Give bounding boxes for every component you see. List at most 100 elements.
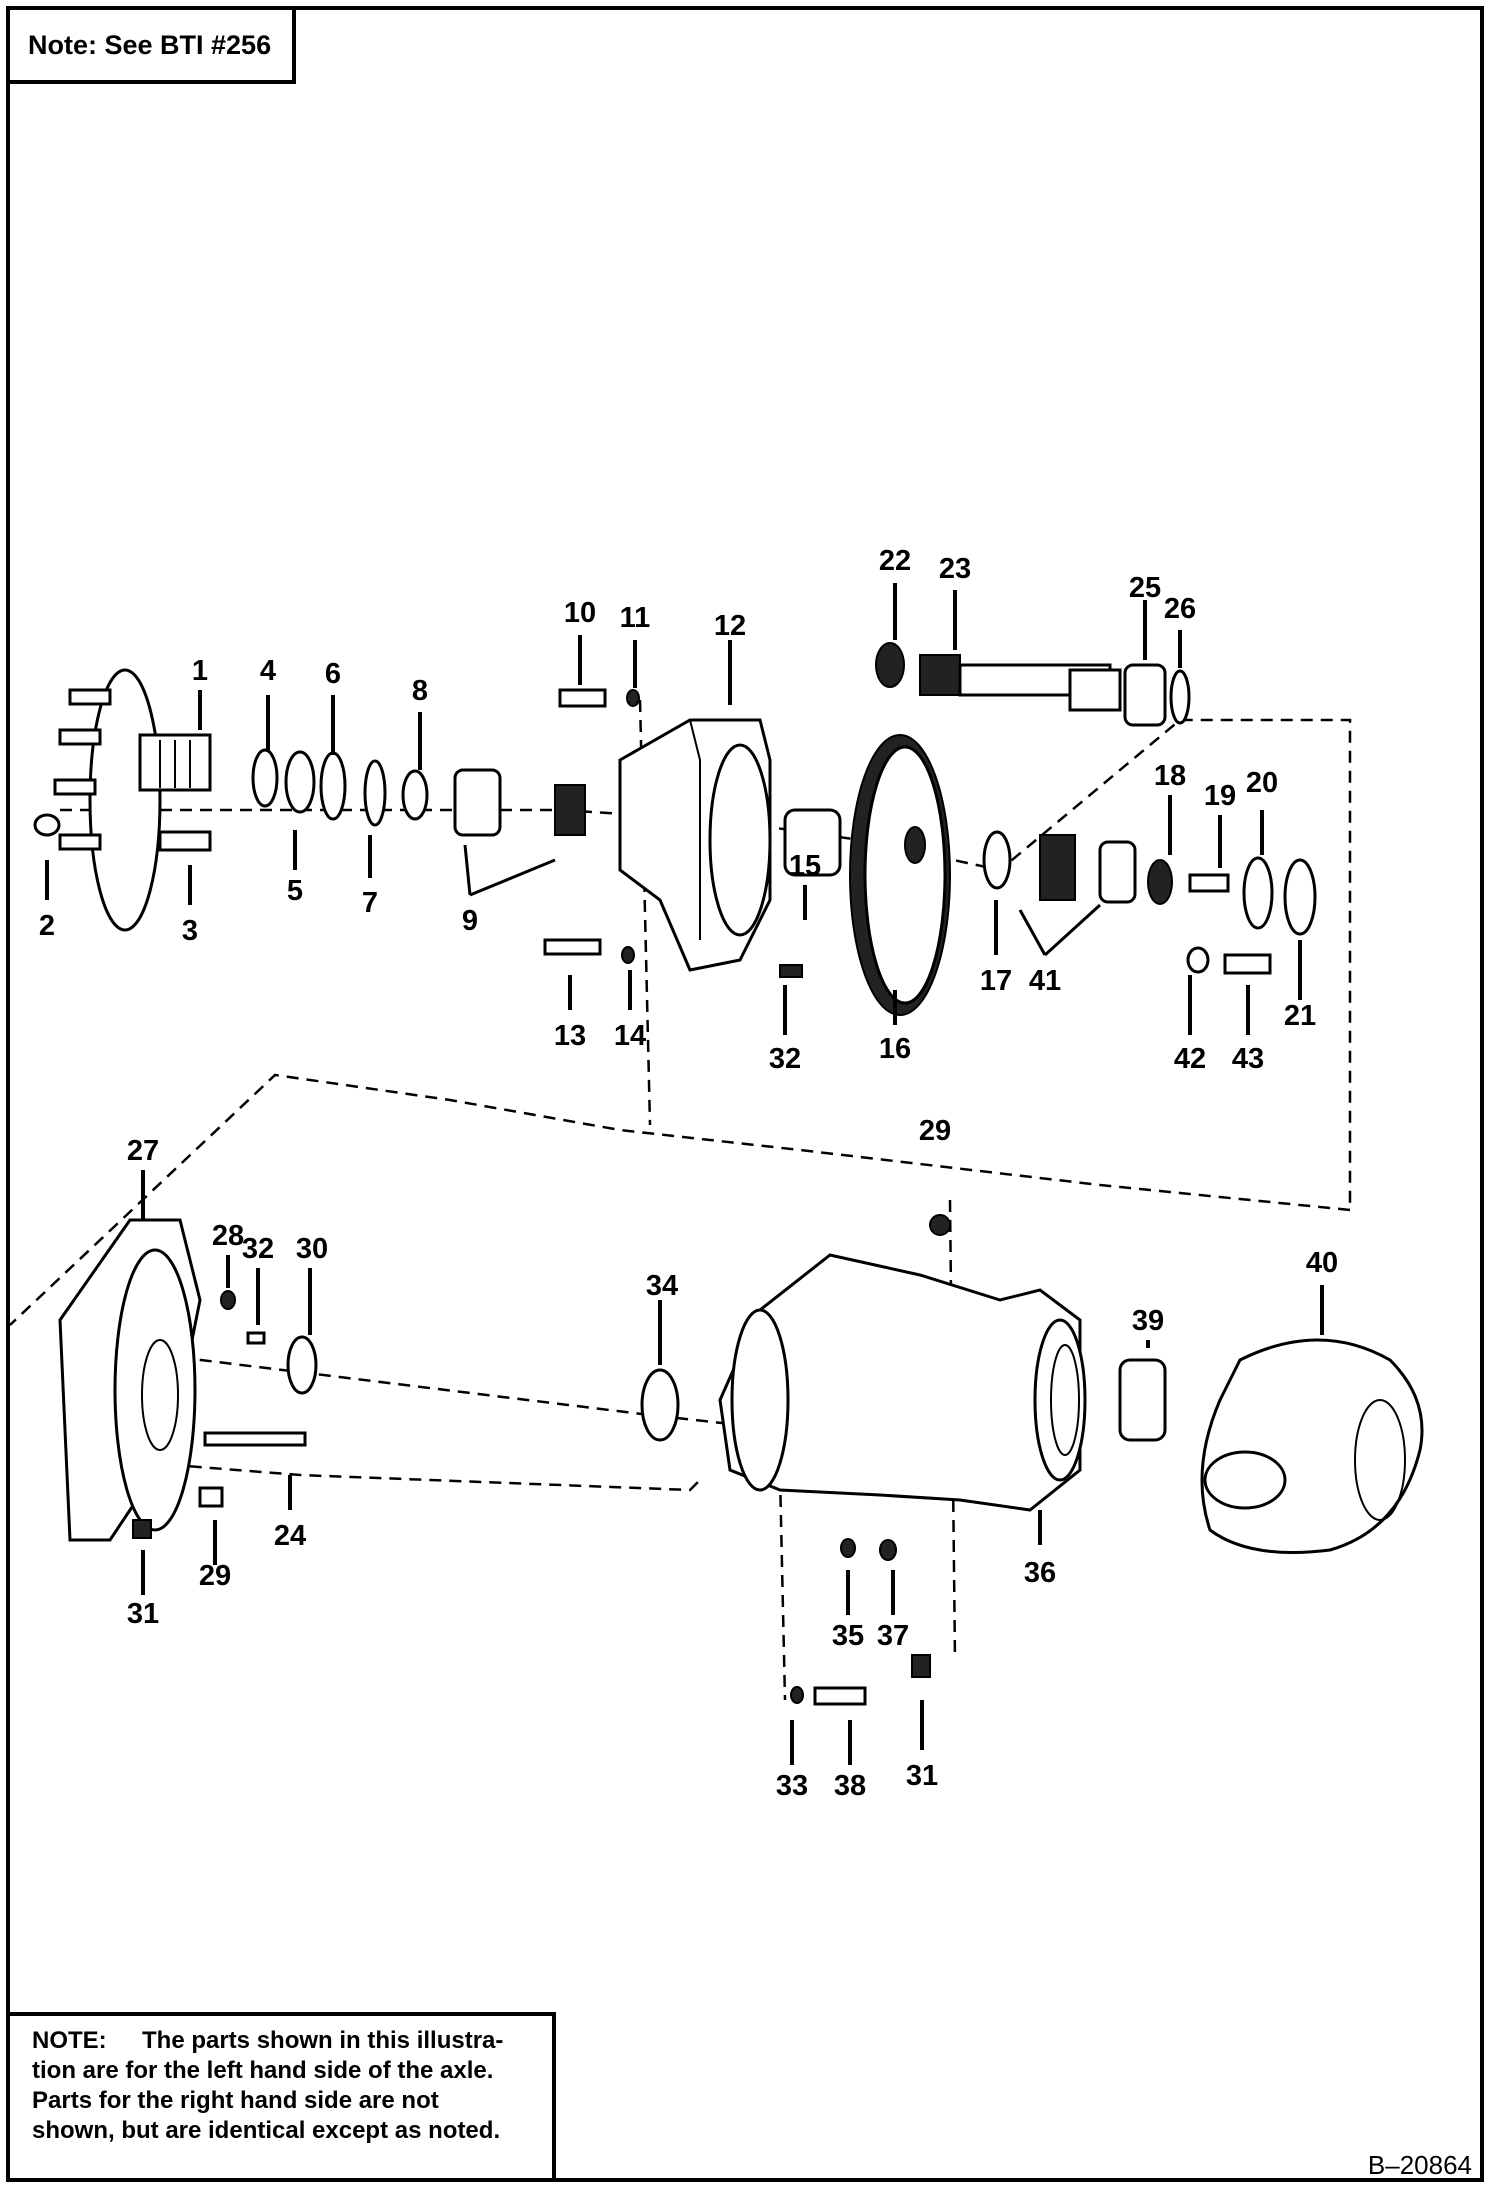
callout-24: 24 <box>274 1520 306 1552</box>
callout-13: 13 <box>554 1020 586 1052</box>
note-label: NOTE: <box>32 2027 107 2054</box>
callout-32: 32 <box>769 1043 801 1075</box>
axle-housing-part-36 <box>718 1253 1087 1512</box>
callout-17: 17 <box>980 965 1012 997</box>
callout-40: 40 <box>1306 1247 1338 1279</box>
washer-part-33 <box>790 1686 804 1704</box>
bearing-cup-part-41 <box>1098 840 1137 904</box>
callout-20: 20 <box>1246 767 1278 799</box>
callout-42: 42 <box>1174 1043 1206 1075</box>
callout-41: 41 <box>1029 965 1061 997</box>
callout-26: 26 <box>1164 593 1196 625</box>
callout-15: 15 <box>789 850 821 882</box>
callout-18: 18 <box>1154 760 1186 792</box>
callout-31: 31 <box>127 1598 159 1630</box>
bearing-cup-part-9 <box>453 768 502 837</box>
note-line-1: The parts shown in this illustra- <box>142 2027 504 2054</box>
dome-cover-part-40 <box>1200 1338 1424 1554</box>
washer-part-8 <box>401 769 429 821</box>
callout-10: 10 <box>564 597 596 629</box>
callout-28: 28 <box>212 1220 244 1252</box>
callout-38: 38 <box>834 1770 866 1802</box>
pin-part-32-lower <box>246 1331 266 1345</box>
callout-39: 39 <box>1132 1305 1164 1337</box>
plug-part-31 <box>132 1519 152 1539</box>
callout-19: 19 <box>1204 780 1236 812</box>
bearing-part-22 <box>875 642 905 688</box>
bolt-part-10 <box>558 688 607 708</box>
callout-5: 5 <box>287 875 303 907</box>
callout-3: 3 <box>182 915 198 947</box>
housing-part-14 <box>618 718 772 972</box>
assembly-line-bottom <box>109 1458 701 1492</box>
callout-22: 22 <box>879 545 911 577</box>
gear-part-16 <box>849 734 951 1016</box>
seal-part-4 <box>251 748 279 808</box>
note-bti: Note: See BTI #256 <box>6 6 296 84</box>
lug-nut-part-2 <box>33 813 61 837</box>
callout-21: 21 <box>1284 1000 1316 1032</box>
callout-11: 11 <box>620 602 651 634</box>
plug-part-29-upper <box>929 1214 951 1236</box>
plug-part-29 <box>198 1486 224 1508</box>
callout-30: 30 <box>296 1233 328 1265</box>
callout-2: 2 <box>39 910 55 942</box>
washer-part-42 <box>1186 946 1210 974</box>
seal-part-30 <box>286 1335 318 1395</box>
nut-part-37 <box>879 1539 897 1561</box>
pinion-shaft-part-23 <box>919 654 1122 712</box>
figure-reference: B–20864 <box>1367 2150 1472 2180</box>
callout-36: 36 <box>1024 1557 1056 1589</box>
assembly-line-middle <box>9 1073 1351 1326</box>
plug-part-28 <box>220 1290 236 1310</box>
bearing-part-41 <box>1039 834 1076 901</box>
washer-part-11 <box>626 689 640 707</box>
pin-part-32 <box>779 964 803 978</box>
callout-16: 16 <box>879 1033 911 1065</box>
bolt-part-12 <box>543 938 602 956</box>
callout-43: 43 <box>1232 1043 1264 1075</box>
callout-25: 25 <box>1129 572 1161 604</box>
callout-29: 29 <box>199 1560 231 1592</box>
washer-part-17 <box>982 830 1012 890</box>
oring-part-20 <box>1242 856 1274 930</box>
stud-part-3 <box>158 830 212 852</box>
note-left-hand-side: NOTE:The parts shown in this illustra- t… <box>6 2012 556 2182</box>
washer-part-35 <box>840 1538 856 1558</box>
washer-part-13 <box>621 946 635 964</box>
callout-9: 9 <box>462 905 478 937</box>
callout-32: 32 <box>242 1233 274 1265</box>
callout-37: 37 <box>877 1620 909 1652</box>
bolt-part-38 <box>813 1686 867 1706</box>
cover-plate-part-27 <box>58 1218 202 1542</box>
callout-31: 31 <box>906 1760 938 1792</box>
ring-part-26 <box>1169 669 1191 725</box>
stud-part-24 <box>203 1431 307 1447</box>
hub-part-1 <box>53 668 212 932</box>
note-line-4: shown, but are identical except as noted… <box>32 2117 501 2144</box>
ring-part-5 <box>284 750 316 814</box>
callout-12: 12 <box>714 610 746 642</box>
plug-part-31-lower <box>911 1654 931 1678</box>
callout-6: 6 <box>325 658 341 690</box>
callout-8: 8 <box>412 675 428 707</box>
oring-part-6 <box>319 751 347 821</box>
callout-1: 1 <box>192 655 208 687</box>
bolt-part-43 <box>1223 953 1272 975</box>
assembly-line-vertical-2 <box>778 1474 787 1701</box>
note-line-3: Parts for the right hand side are not <box>32 2087 439 2114</box>
bearing-cone-part-9 <box>554 784 586 836</box>
callout-7: 7 <box>362 887 378 919</box>
callout-4: 4 <box>260 655 276 687</box>
drawing-frame <box>6 6 1484 2182</box>
bolt-part-19 <box>1188 873 1230 893</box>
bushing-part-15 <box>783 808 842 877</box>
callout-34: 34 <box>646 1270 678 1302</box>
callout-14: 14 <box>614 1020 646 1052</box>
callout-23: 23 <box>939 553 971 585</box>
bearing-part-39 <box>1118 1358 1167 1442</box>
callout-29: 29 <box>919 1115 951 1147</box>
seal-part-21 <box>1283 858 1317 936</box>
